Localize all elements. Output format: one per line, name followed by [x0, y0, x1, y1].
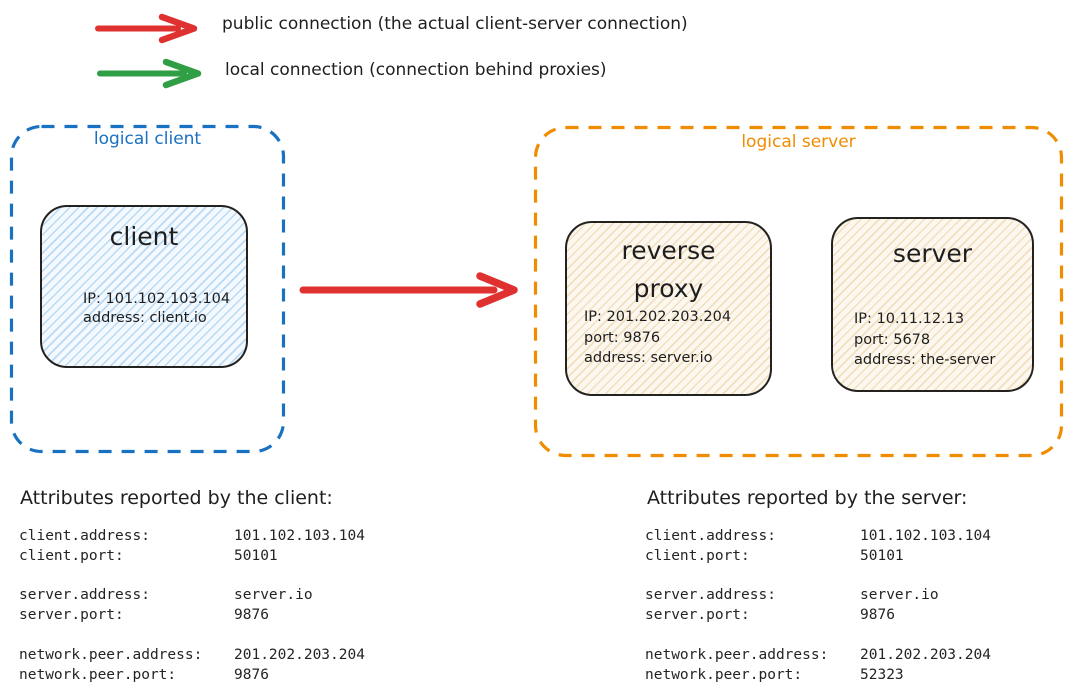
report-key: client.port: — [19, 547, 124, 564]
report-key: network.peer.port: — [19, 666, 177, 683]
report-row: network.peer.address: 201.202.203.204 — [645, 646, 991, 666]
client-report-table: client.address: 101.102.103.104 client.p… — [19, 527, 365, 691]
report-row: client.address: 101.102.103.104 — [19, 527, 365, 547]
report-row: server.address: server.io — [645, 586, 991, 606]
report-key: client.address: — [19, 528, 150, 544]
client-node-attributes: IP: 101.102.103.104 address: client.io — [83, 291, 230, 328]
client-report-group-client: client.address: 101.102.103.104 client.p… — [19, 527, 365, 566]
report-value: 101.102.103.104 — [234, 528, 365, 544]
client-report-group-network-peer: network.peer.address: 201.202.203.204 ne… — [19, 646, 365, 685]
server-node: server IP: 10.11.12.13 port: 5678 addres… — [831, 217, 1034, 392]
report-row: client.port: 50101 — [645, 547, 991, 567]
report-value: 52323 — [860, 666, 904, 683]
reverse-proxy-address-line: address: server.io — [584, 350, 713, 366]
report-row: server.port: 9876 — [19, 606, 365, 626]
report-key: server.port: — [19, 607, 124, 624]
report-value: 201.202.203.204 — [234, 646, 365, 663]
reverse-proxy-port-line: port: 9876 — [584, 329, 661, 346]
server-port-line: port: 5678 — [854, 331, 931, 348]
report-value: 101.102.103.104 — [860, 528, 991, 544]
report-value: 9876 — [234, 666, 269, 683]
logical-server-boundary — [533, 125, 1064, 458]
client-node-title: client — [109, 222, 179, 251]
server-report-heading: Attributes reported by the server: — [647, 487, 968, 509]
server-report-group-server: server.address: server.io server.port: 9… — [645, 586, 991, 625]
client-report-heading: Attributes reported by the client: — [20, 487, 333, 509]
server-address-line: address: the-server — [854, 352, 996, 368]
client-ip-line: IP: 101.102.103.104 — [83, 291, 231, 307]
report-key: server.address: — [645, 587, 776, 604]
report-value: server.io — [234, 587, 313, 604]
report-value: 9876 — [860, 607, 895, 624]
report-row: network.peer.port: 52323 — [645, 666, 991, 686]
logical-client-region-label: logical client — [93, 129, 202, 149]
report-key: client.address: — [645, 528, 776, 544]
client-report-group-server: server.address: server.io server.port: 9… — [19, 586, 365, 625]
report-value: server.io — [860, 587, 939, 604]
server-report-group-network-peer: network.peer.address: 201.202.203.204 ne… — [645, 646, 991, 685]
report-value: 201.202.203.204 — [860, 646, 991, 663]
server-ip-line: IP: 10.11.12.13 — [854, 311, 965, 327]
report-key: server.port: — [645, 607, 750, 624]
report-row: network.peer.port: 9876 — [19, 666, 365, 686]
reverse-proxy-node-attributes: IP: 201.202.203.204 port: 9876 address: … — [584, 309, 731, 371]
report-row: client.port: 50101 — [19, 547, 365, 567]
report-key: server.address: — [19, 587, 150, 604]
report-row: server.port: 9876 — [645, 606, 991, 626]
local-connection-legend-arrow-icon — [97, 58, 202, 89]
client-address-line: address: client.io — [83, 309, 207, 326]
client-to-server-public-arrow — [299, 272, 518, 308]
report-key: client.port: — [645, 547, 750, 564]
report-value: 50101 — [234, 547, 278, 564]
report-row: client.address: 101.102.103.104 — [645, 527, 991, 547]
report-value: 9876 — [234, 607, 269, 624]
server-node-title: server — [892, 239, 973, 268]
logical-server-region-label: logical server — [741, 132, 856, 152]
legend-public-connection-label: public connection (the actual client-ser… — [222, 14, 688, 34]
client-node: client IP: 101.102.103.104 address: clie… — [40, 205, 248, 368]
report-key: network.peer.address: — [645, 646, 829, 663]
logical-client-boundary — [9, 124, 286, 454]
server-report-table: client.address: 101.102.103.104 client.p… — [645, 527, 991, 691]
server-node-attributes: IP: 10.11.12.13 port: 5678 address: the-… — [854, 311, 995, 373]
report-key: network.peer.port: — [645, 666, 803, 683]
reverse-proxy-node: reverse proxy IP: 201.202.203.204 port: … — [565, 221, 772, 396]
report-value: 50101 — [860, 547, 904, 564]
reverse-proxy-node-title: reverse proxy — [621, 236, 716, 303]
report-key: network.peer.address: — [19, 646, 203, 663]
report-row: server.address: server.io — [19, 586, 365, 606]
report-row: network.peer.address: 201.202.203.204 — [19, 646, 365, 666]
server-report-group-client: client.address: 101.102.103.104 client.p… — [645, 527, 991, 566]
legend-local-connection-label: local connection (connection behind prox… — [225, 60, 607, 80]
public-connection-legend-arrow-icon — [95, 13, 198, 44]
reverse-proxy-ip-line: IP: 201.202.203.204 — [584, 309, 732, 325]
